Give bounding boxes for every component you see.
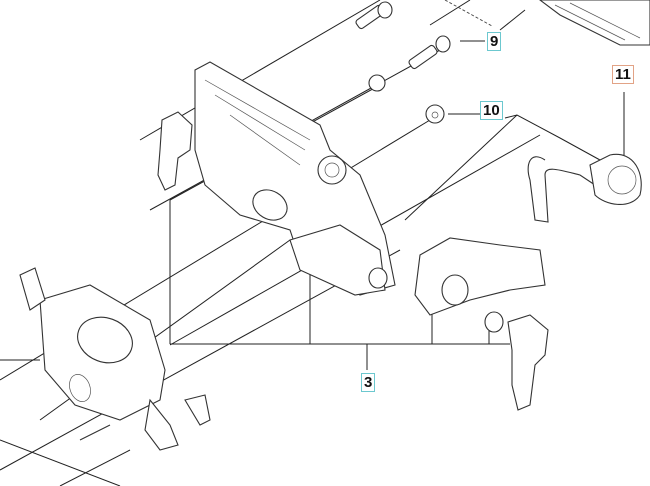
callout-9[interactable]: 9 xyxy=(487,32,502,51)
parts xyxy=(19,0,650,451)
callout-11[interactable]: 11 xyxy=(612,65,634,84)
bracket xyxy=(414,237,546,316)
callout-10[interactable]: 10 xyxy=(480,101,503,120)
washer-icon xyxy=(425,104,445,124)
callout-3[interactable]: 3 xyxy=(361,373,376,392)
leader-lines xyxy=(0,0,625,486)
sensor-left xyxy=(157,111,193,191)
washer-icon xyxy=(368,74,386,92)
bolt-icon xyxy=(355,1,393,30)
primer-bulb xyxy=(589,153,642,205)
sensor-right xyxy=(507,314,549,411)
bolt-icon xyxy=(408,35,451,70)
hose xyxy=(527,156,596,223)
